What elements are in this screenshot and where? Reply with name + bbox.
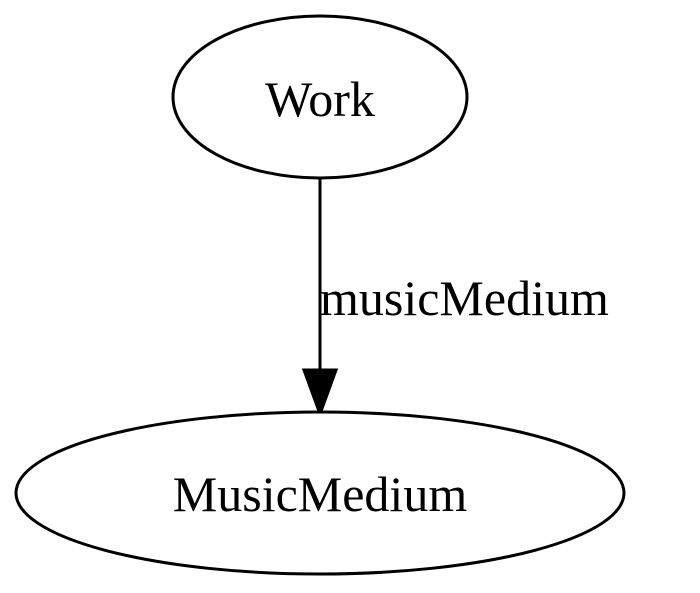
edge-arrowhead [301, 368, 339, 419]
node-music-medium-label: MusicMedium [173, 466, 468, 522]
edge-label: musicMedium [320, 270, 609, 326]
node-music-medium-shape [14, 410, 626, 576]
node-work-label: Work [265, 71, 375, 127]
node-music-medium: MusicMedium [14, 410, 626, 576]
edge-work-to-music-medium: musicMedium [301, 178, 609, 419]
node-work: Work [171, 14, 469, 180]
